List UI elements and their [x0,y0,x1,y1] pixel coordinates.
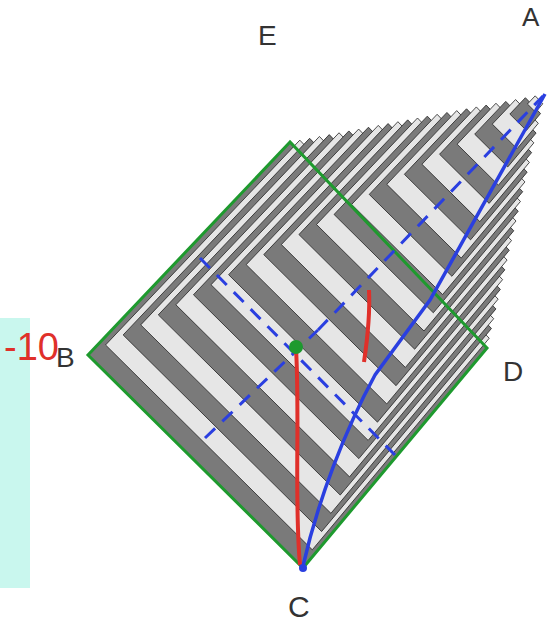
blue-curve [303,94,545,566]
vertex-label: D [503,358,523,386]
vertex-label: C [288,592,310,622]
green-outline [88,142,487,568]
stacked-layers [88,96,543,568]
vertex-label: E [258,22,277,50]
dashed-lines [200,96,543,455]
value-label: -10 [4,328,59,366]
green-dot [289,340,303,354]
red-line [364,290,369,362]
red-line [296,348,300,565]
vertex-dot [299,564,307,572]
vertex-label: A [522,4,539,30]
